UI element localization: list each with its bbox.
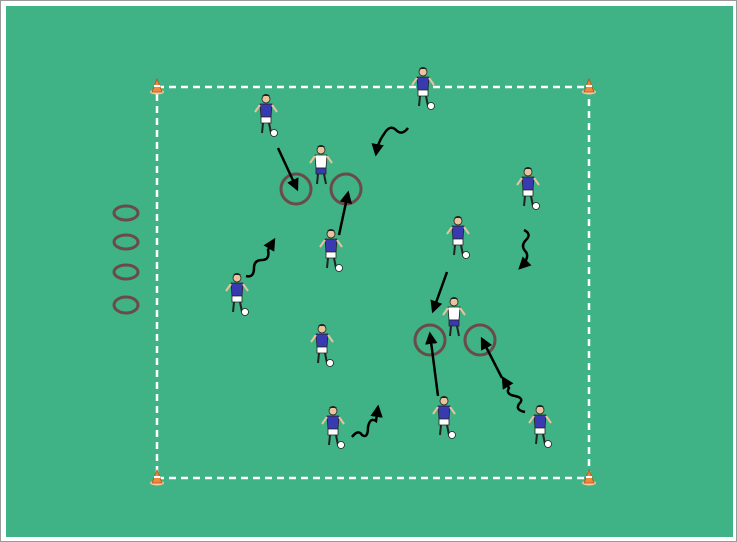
ball-icon	[428, 103, 435, 110]
dribble-arrows	[246, 128, 529, 437]
ball-icon	[463, 252, 470, 259]
cone-icon	[582, 470, 596, 486]
ball-icon	[242, 309, 249, 316]
player-icon	[320, 229, 343, 272]
ring-icon	[114, 265, 138, 279]
dribble-arrow-icon	[520, 230, 529, 268]
dribble-arrow-icon	[352, 407, 378, 437]
defender-icon	[310, 145, 332, 184]
dribble-arrow-icon	[246, 240, 274, 276]
player-icon	[433, 396, 456, 439]
ball-icon	[533, 203, 540, 210]
dribble-arrow-icon	[376, 128, 408, 154]
player-icon	[529, 405, 552, 448]
arrow-icon	[433, 272, 447, 311]
ball-icon	[545, 441, 552, 448]
cone-icon	[582, 79, 596, 95]
ring-icon	[114, 297, 138, 313]
arrow-icon	[339, 193, 348, 235]
ball-icon	[338, 442, 345, 449]
ball-icon	[327, 360, 334, 367]
ball-icon	[336, 265, 343, 272]
player-icon	[255, 94, 278, 137]
dribble-arrow-icon	[503, 378, 525, 412]
spare-rings	[114, 206, 138, 313]
defender-icon	[443, 297, 465, 336]
ring-icon	[114, 206, 138, 220]
arrow-icon	[482, 339, 502, 378]
player-icon	[311, 324, 334, 367]
arrow-icon	[430, 334, 438, 396]
players	[226, 67, 552, 449]
ball-icon	[449, 432, 456, 439]
ball-icon	[271, 130, 278, 137]
ring-icon	[465, 325, 495, 355]
ring-icon	[114, 235, 138, 249]
player-icon	[447, 216, 470, 259]
player-icon	[226, 273, 249, 316]
player-icon	[322, 406, 345, 449]
player-icon	[517, 167, 540, 210]
